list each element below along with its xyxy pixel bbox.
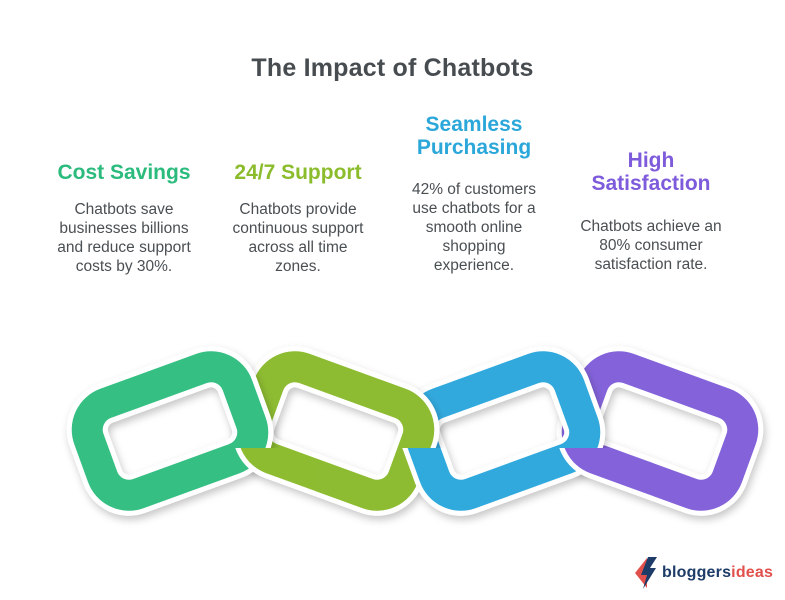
column-description: Chatbots achieve an 80% consumer satisfa…: [580, 218, 722, 273]
feature-column-247-support: 24/7 Support Chatbots provide continuous…: [208, 161, 388, 276]
page-title: The Impact of Chatbots: [251, 54, 534, 82]
column-heading: Seamless Purchasing: [416, 113, 532, 159]
logo-wordmark: bloggersideas: [662, 564, 773, 582]
column-description: 42% of customers use chatbots for a smoo…: [411, 181, 537, 274]
feature-column-seamless-purchasing: Seamless Purchasing 42% of customers use…: [384, 113, 564, 275]
column-heading: Cost Savings: [57, 161, 191, 184]
logo-text-ideas: ideas: [731, 564, 774, 581]
column-heading: 24/7 Support: [234, 161, 362, 184]
feature-column-high-satisfaction: High Satisfaction Chatbots achieve an 80…: [561, 149, 741, 274]
column-description: Chatbots provide continuous support acro…: [232, 201, 364, 275]
column-description: Chatbots save businesses billions and re…: [57, 201, 191, 275]
column-heading: High Satisfaction: [591, 149, 711, 195]
logo-text-bloggers: bloggers: [662, 564, 732, 581]
feature-column-cost-savings: Cost Savings Chatbots save businesses bi…: [34, 161, 214, 276]
bloggersideas-logo: bloggersideas: [634, 556, 773, 590]
bloggersideas-logo-icon: [635, 557, 657, 589]
